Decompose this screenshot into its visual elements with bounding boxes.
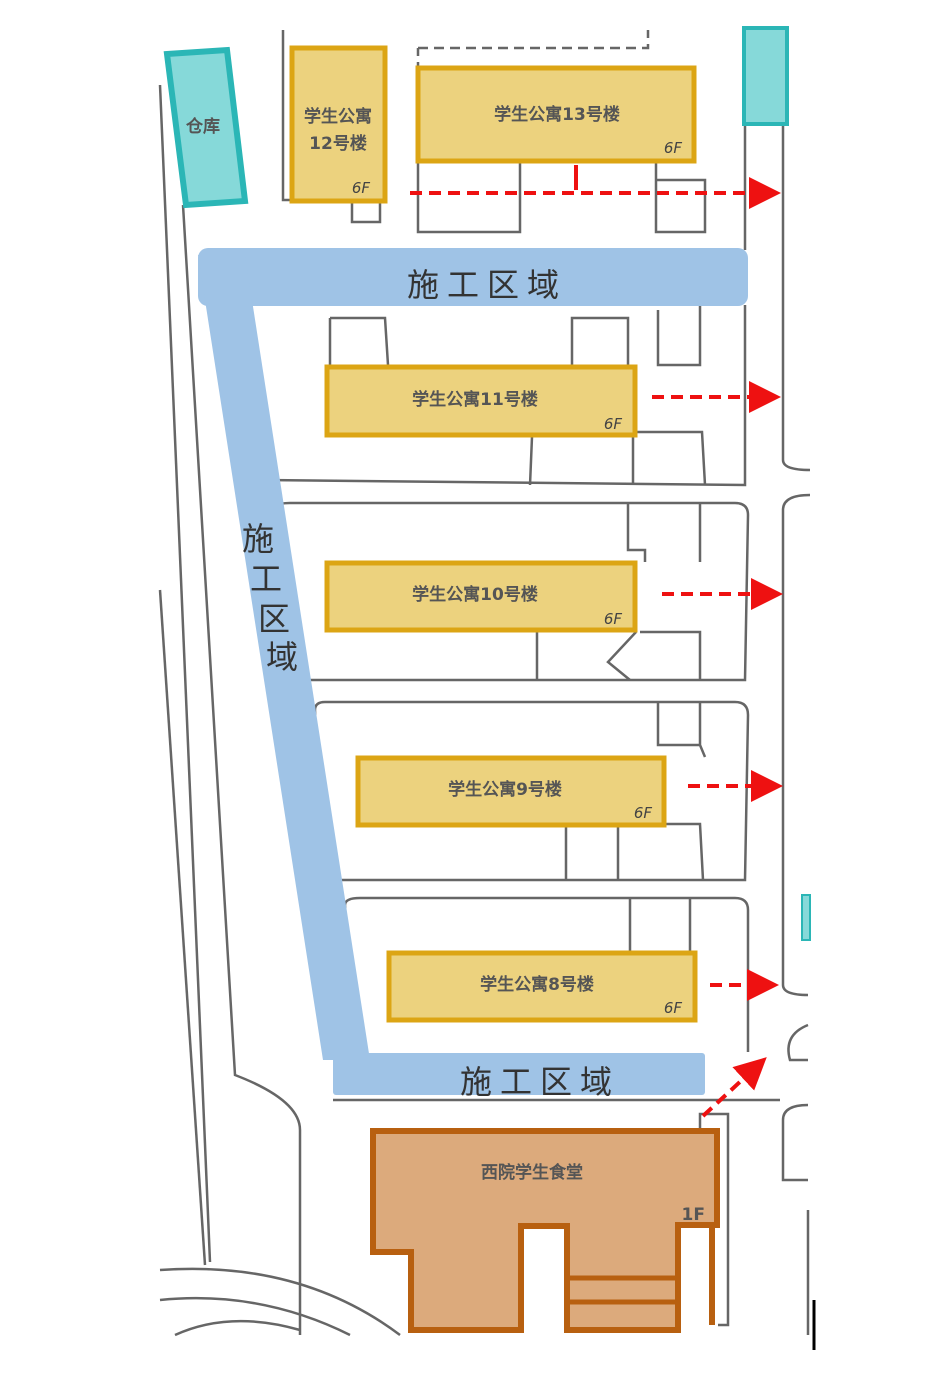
evacuation-arrows (410, 165, 783, 1118)
building-label: 学生公寓10号楼 (412, 584, 538, 605)
dorm-building-13[interactable]: 学生公寓13号楼 6F (415, 65, 697, 164)
construction-zone-label-vertical-1: 施 (242, 520, 274, 558)
construction-zone-label-vertical-2: 工 (250, 560, 282, 598)
construction-zone-label-vertical-4: 域 (266, 638, 298, 676)
building-label: 学生公寓13号楼 (494, 104, 620, 125)
floor-count: 1F (682, 1205, 705, 1225)
teal-structure (801, 894, 811, 941)
dorm-building-11[interactable]: 学生公寓11号楼 6F (324, 364, 638, 438)
dorm-building-9[interactable]: 学生公寓9号楼 6F (355, 755, 667, 828)
building-label: 学生公寓11号楼 (412, 389, 538, 410)
dorm-building-10[interactable]: 学生公寓10号楼 6F (324, 560, 638, 633)
teal-structure (742, 26, 789, 126)
building-label: 12号楼 (309, 133, 367, 154)
warehouse-label: 仓库 (185, 116, 220, 137)
evacuation-arrow (701, 1057, 767, 1118)
floor-count: 6F (604, 415, 623, 433)
building-label: 学生公寓8号楼 (480, 974, 594, 995)
canteen-building[interactable]: 西院学生食堂 1F (370, 1128, 720, 1333)
building-label: 学生公寓 (304, 106, 372, 127)
floor-count: 6F (604, 610, 623, 628)
construction-zone-label-top: 施工区域 (407, 266, 567, 304)
construction-zone: 施工区域 施工区域 施 工 区 域 (198, 248, 748, 1101)
construction-zone-label-bottom: 施工区域 (460, 1063, 620, 1101)
construction-zone-label-vertical-3: 区 (258, 600, 290, 638)
building-label: 学生公寓9号楼 (448, 779, 562, 800)
dorm-building-8[interactable]: 学生公寓8号楼 6F (386, 950, 698, 1023)
floor-count: 6F (664, 999, 683, 1017)
road-network (158, 30, 811, 1337)
floor-count: 6F (664, 139, 683, 157)
floor-count: 6F (634, 804, 653, 822)
floor-count: 6F (352, 179, 371, 197)
dorm-building-12[interactable]: 学生公寓 12号楼 6F (289, 45, 388, 204)
warehouse[interactable]: 仓库 (163, 46, 249, 209)
canteen-label: 西院学生食堂 (481, 1162, 583, 1183)
